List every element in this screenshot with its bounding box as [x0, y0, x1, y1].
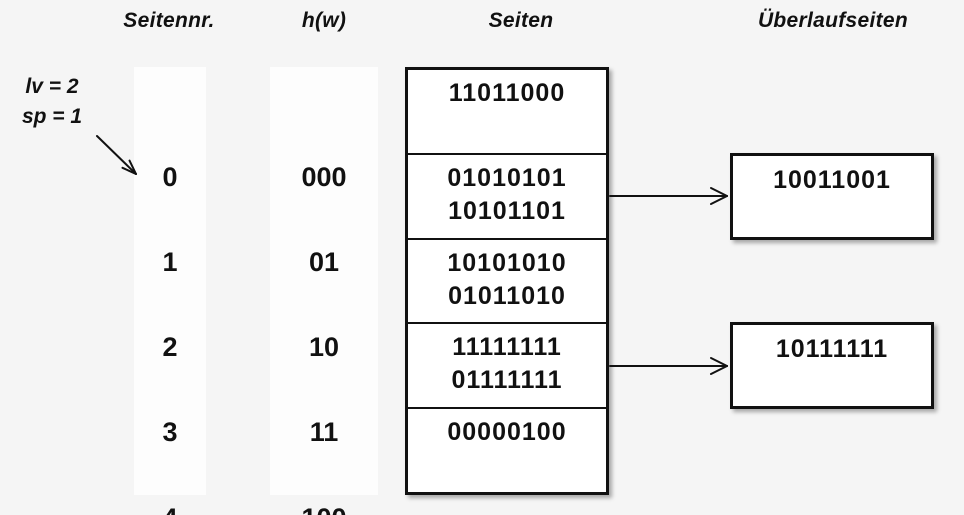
page-number-cell: 4 — [134, 501, 206, 515]
overflow-entry: 10011001 — [773, 166, 891, 194]
table-row-3: 11111111 01111111 — [408, 324, 606, 410]
hash-value-cell: 10 — [308, 332, 340, 362]
pages-table: 11011000 01010101 10101101 10101010 0101… — [405, 67, 609, 495]
overflow-page-box-1: 10011001 — [730, 153, 934, 240]
table-row-1: 01010101 10101101 — [408, 155, 606, 240]
arrow-row1-to-overflow1-icon — [609, 187, 728, 205]
page-number-cell: 3 — [162, 417, 178, 447]
hash-value-cell: 01 — [308, 247, 340, 277]
bucket-entry: 10101010 — [447, 248, 567, 277]
page-number-cell: 1 — [162, 247, 178, 277]
header-pages: Seiten — [488, 9, 554, 32]
bucket-entry: 01010101 — [447, 163, 567, 192]
split-pointer-label: sp = 1 — [21, 105, 83, 128]
bucket-entry: 11111111 — [452, 333, 562, 362]
hash-value-column: 000 01 10 11 100 — [270, 67, 378, 515]
table-row-0: 11011000 — [408, 70, 606, 155]
state-annotation: lv = 2 sp = 1 — [6, 72, 98, 132]
hash-value-cell: 11 — [309, 417, 339, 447]
overflow-page-box-2: 10111111 — [730, 322, 934, 409]
table-row-4: 00000100 — [408, 409, 606, 492]
hash-value-cell: 100 — [270, 501, 378, 515]
table-row-2: 10101010 01011010 — [408, 240, 606, 325]
overflow-entry: 10111111 — [775, 335, 889, 363]
header-overflow-pages: Überlaufseiten — [757, 9, 909, 32]
annotation-arrow-icon — [96, 135, 137, 175]
page-number-cell: 0 — [162, 162, 178, 192]
bucket-entry: 01111111 — [451, 366, 563, 395]
bucket-entry: 11011000 — [448, 79, 566, 107]
header-page-number: Seitennr. — [123, 9, 215, 32]
header-hash-function: h(w) — [301, 9, 347, 32]
bucket-entry: 00000100 — [447, 418, 567, 447]
bucket-entry: 01011010 — [448, 281, 566, 310]
level-value-label: lv = 2 — [25, 75, 79, 98]
page-number-cell: 2 — [162, 332, 178, 362]
page-number-column: 0 1 2 3 4 — [134, 67, 206, 515]
arrow-row3-to-overflow2-icon — [609, 357, 728, 375]
bucket-entry: 10101101 — [448, 196, 566, 225]
hash-value-cell: 000 — [301, 162, 347, 192]
